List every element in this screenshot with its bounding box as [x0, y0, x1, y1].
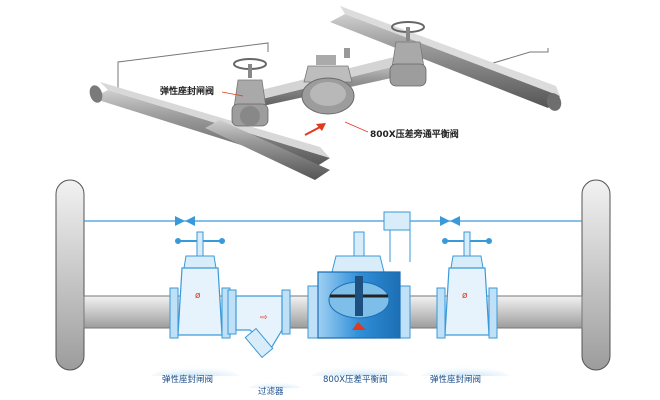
pilot-control [383, 211, 411, 231]
gate-valve-right-3d [389, 21, 427, 87]
gate-valve-left: ø [169, 231, 231, 339]
label-top-gate-valve: 弹性座封闸阀 [160, 85, 214, 97]
gate-valve-left-3d [231, 58, 269, 127]
flow-arrow-top [304, 123, 326, 136]
column-pipe-left [55, 179, 85, 371]
label-glow-filter [248, 380, 302, 388]
label-glow-right [420, 363, 510, 376]
pipe-main-lower-ext [205, 120, 330, 180]
label-bottom-balance-valve: 800X压差平衡阀 [323, 374, 388, 385]
column-pipe-right [581, 179, 611, 371]
bottom-schematic: ø ⇨ [55, 179, 611, 388]
svg-text:ø: ø [462, 291, 468, 301]
label-bottom-gate-valve-left: 弹性座封闸阀 [162, 374, 213, 385]
top-illustration [89, 6, 562, 180]
label-glow-left [150, 363, 240, 376]
filter: ⇨ [227, 289, 291, 359]
bypass-valve-left [175, 216, 195, 226]
svg-text:ø: ø [195, 291, 201, 301]
label-bottom-filter: 过滤器 [258, 386, 284, 397]
bypass-line-top-right [469, 48, 549, 71]
label-glow-balance [310, 363, 410, 376]
balance-valve [307, 231, 411, 339]
bypass-valve-right [440, 216, 460, 226]
label-top-balance-valve: 800X压差旁通平衡阀 [370, 128, 459, 140]
label-bottom-gate-valve-right: 弹性座封闸阀 [430, 374, 481, 385]
balance-valve-3d [301, 48, 355, 115]
gate-valve-right: ø [436, 231, 498, 339]
bypass-line-top [117, 42, 269, 95]
svg-text:⇨: ⇨ [260, 313, 268, 323]
pipe-main-upper [330, 14, 560, 108]
